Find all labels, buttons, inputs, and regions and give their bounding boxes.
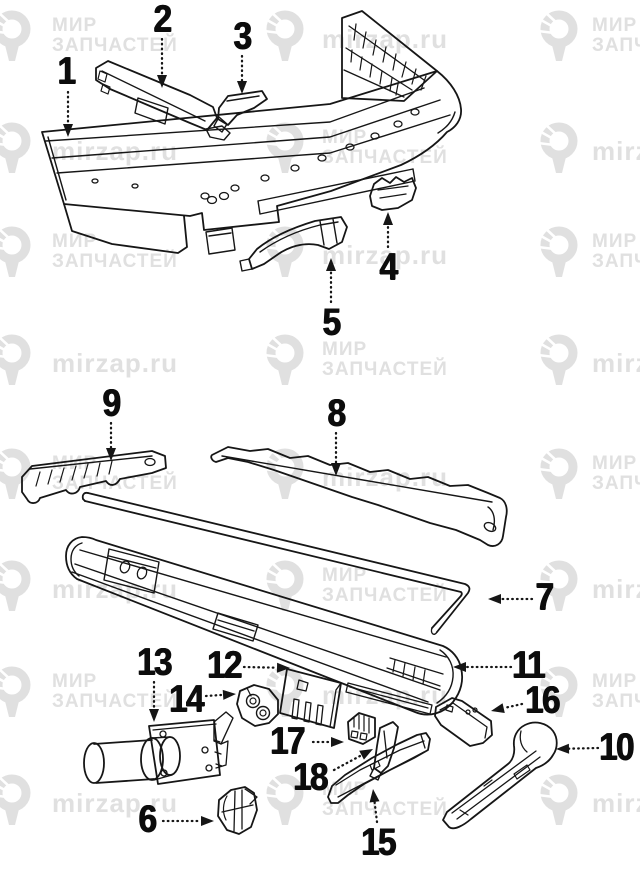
callout-arrowhead-16 [491,703,505,714]
callout-arrowhead-8 [331,463,341,476]
gear-pin-icon [537,448,578,499]
watermark-site-text: mirzap.ru [52,348,179,378]
watermark-brand-line1: МИР [592,231,638,252]
callout-arrowhead-11 [453,662,466,672]
impact-pad-part2 [95,60,231,141]
gear-pin-icon [0,448,31,499]
watermark-brand-line1: МИР [592,15,638,36]
gear-pin-icon [537,122,578,173]
callout-arrows [63,37,600,826]
gear-pin-icon [0,560,31,611]
callout-arrowhead-7 [488,594,501,604]
watermark-site-text: mirzap.ru [52,788,179,818]
callout-arrowhead-15 [369,789,380,803]
callout-arrowhead-6 [201,816,214,826]
watermark-brand-line2: ЗАПЧАСТЕЙ [322,799,448,820]
watermark-site-text: mirzap.ru [592,136,640,166]
reinforcement-bar [65,536,464,716]
gear-pin-icon [537,226,578,277]
gear-pin-icon [263,122,304,173]
molding-rod-part7 [81,491,471,635]
bracket-part12 [279,668,342,729]
watermark-brand-line2: ЗАПЧАСТЕЙ [322,147,448,168]
watermark-brand-line2: ЗАПЧАСТЕЙ [592,473,640,494]
watermark-site-text: mirzap.ru [592,788,640,818]
gear-pin-icon [537,10,578,61]
callout-arrowhead-3 [237,81,247,94]
callout-arrow-line-16 [502,702,524,710]
callout-arrow-line-14 [204,693,225,698]
callout-arrowhead-18 [359,749,373,760]
gear-pin-icon [0,226,31,277]
watermark-brand-line2: ЗАПЧАСТЕЙ [52,35,178,56]
watermark-brand-line2: ЗАПЧАСТЕЙ [52,251,178,272]
watermark-site-text: mirzap.ru [322,240,449,270]
bracket-part16 [434,697,493,747]
watermark-brand-line1: МИР [322,565,368,586]
watermark-brand-line2: ЗАПЧАСТЕЙ [592,251,640,272]
end-molding-part10 [442,721,558,830]
watermark-brand-line1: МИР [592,453,638,474]
watermark-site-text: mirzap.ru [592,574,640,604]
end-bracket-part9 [21,450,167,504]
watermark-brand-line1: МИР [52,671,98,692]
watermark-brand-line2: ЗАПЧАСТЕЙ [52,473,178,494]
callout-arrowhead-17 [331,737,344,747]
watermark-brand-line1: МИР [322,339,368,360]
watermark-brand-line1: МИР [592,671,638,692]
clamp-part14 [236,684,279,727]
watermark-brand-line2: ЗАПЧАСТЕЙ [322,359,448,380]
gear-pin-icon [0,334,31,385]
gear-pin-icon [537,334,578,385]
callout-arrow-line-18 [332,754,363,772]
clip-part6 [217,786,258,835]
gear-pin-icon [0,10,31,61]
watermark-brand-line1: МИР [322,127,368,148]
gear-pin-icon [537,774,578,825]
bracket-part5 [239,216,348,272]
gear-pin-icon [537,560,578,611]
callout-arrowhead-10 [556,743,570,754]
gear-pin-icon [263,10,304,61]
watermark-brand-line2: ЗАПЧАСТЕЙ [322,585,448,606]
gear-pin-icon [0,666,31,717]
gear-pin-icon [537,666,578,717]
bumper-cover [41,70,462,255]
watermark-brand-line1: МИР [52,15,98,36]
gear-pin-icon [263,334,304,385]
callout-arrow-line-12 [242,665,279,669]
callout-arrow-line-10 [567,746,600,750]
callout-arrow-line-15 [373,800,379,824]
callout-arrowhead-1 [63,124,73,137]
callout-arrowhead-12 [276,662,290,673]
watermark-brand-line2: ЗАПЧАСТЕЙ [592,691,640,712]
watermark-brand-line2: ЗАПЧАСТЕЙ [52,691,178,712]
callout-arrowhead-14 [222,689,236,700]
callout-arrowhead-13 [149,709,159,722]
gear-pin-icon [0,774,31,825]
bracket-part17 [347,712,376,745]
end-grid-panel [341,10,438,102]
watermark-brand-line2: ЗАПЧАСТЕЙ [592,35,640,56]
gear-pin-icon [263,774,304,825]
callout-arrowhead-4 [383,212,393,225]
impact-pad-part3 [213,90,268,133]
watermark-site-text: mirzap.ru [52,136,179,166]
gear-pin-icon [0,122,31,173]
callout-arrowhead-2 [157,75,167,88]
watermark-site-text: mirzap.ru [592,348,640,378]
tow-bracket-part13 [83,711,234,785]
callout-arrowhead-9 [106,448,116,461]
callout-arrowhead-5 [326,258,336,271]
rail-part8 [210,446,508,547]
watermark-brand-line1: МИР [52,231,98,252]
clip-part4 [369,176,417,211]
valance-part15 [327,732,431,804]
